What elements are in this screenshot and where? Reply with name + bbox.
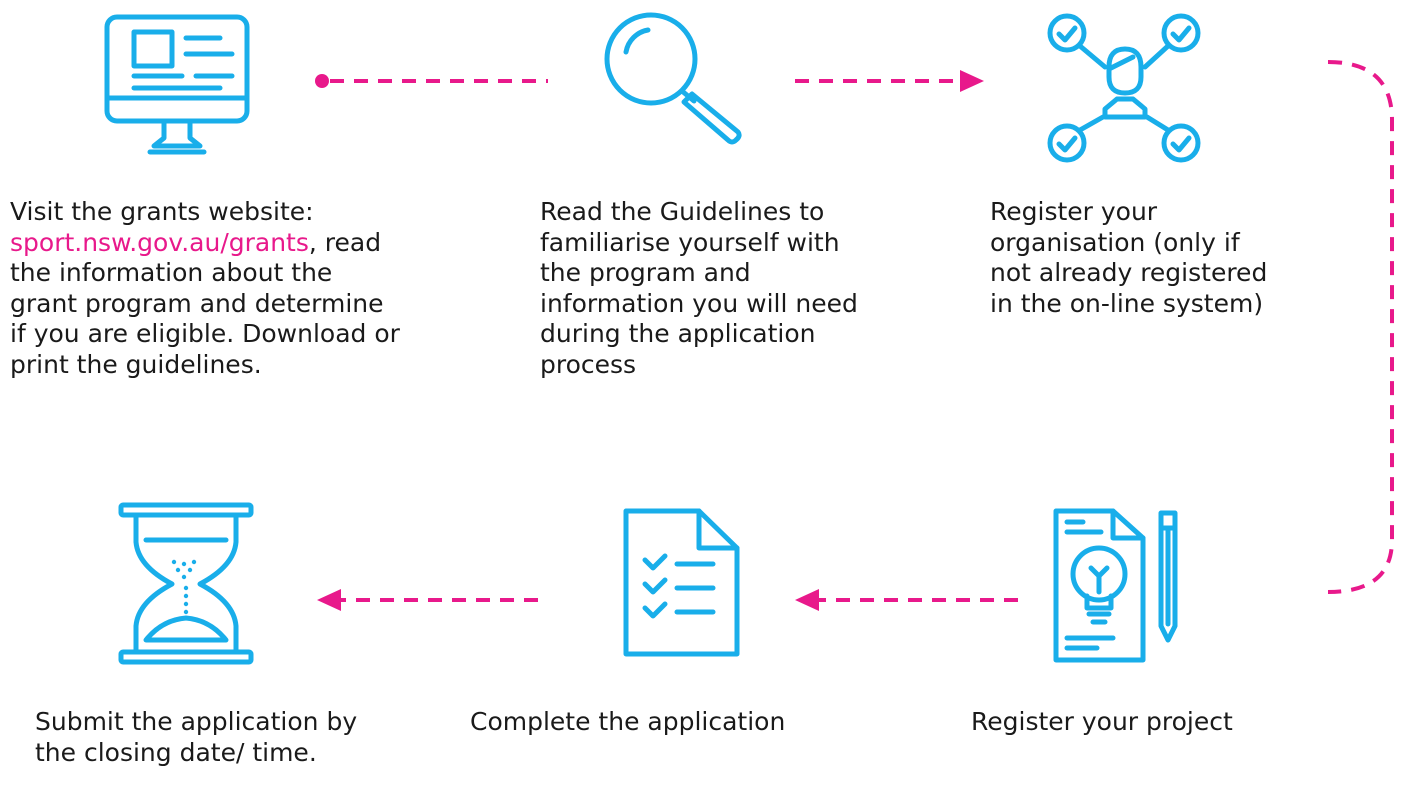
step-4-caption: Register your project <box>971 707 1233 736</box>
connector-3-to-4 <box>1327 60 1394 594</box>
connector-start-dot <box>315 74 329 88</box>
step-1-text-before: Visit the grants website: <box>10 197 314 226</box>
magnifying-glass-icon <box>604 12 744 145</box>
arrowhead-right <box>960 70 984 92</box>
step-2-caption: Read the Guidelines to familiarise yours… <box>540 197 858 379</box>
arrowhead-left-2 <box>317 589 341 611</box>
checklist-document-icon <box>623 508 743 658</box>
step-1-caption: Visit the grants website: sport.nsw.gov.… <box>10 197 402 380</box>
person-network-icon <box>1045 13 1205 165</box>
step-6-caption: Submit the application by the closing da… <box>35 707 358 767</box>
computer-monitor-icon <box>104 14 252 156</box>
arrowhead-left-1 <box>795 589 819 611</box>
step-5-caption: Complete the application <box>470 707 786 736</box>
hourglass-icon <box>118 502 254 666</box>
step-3-caption: Register your organisation (only if not … <box>990 197 1268 318</box>
step-1-text-after: , read the information about the grant p… <box>10 227 400 379</box>
grants-website-link[interactable]: sport.nsw.gov.au/grants <box>10 227 309 257</box>
lightbulb-document-icon <box>1053 508 1189 666</box>
